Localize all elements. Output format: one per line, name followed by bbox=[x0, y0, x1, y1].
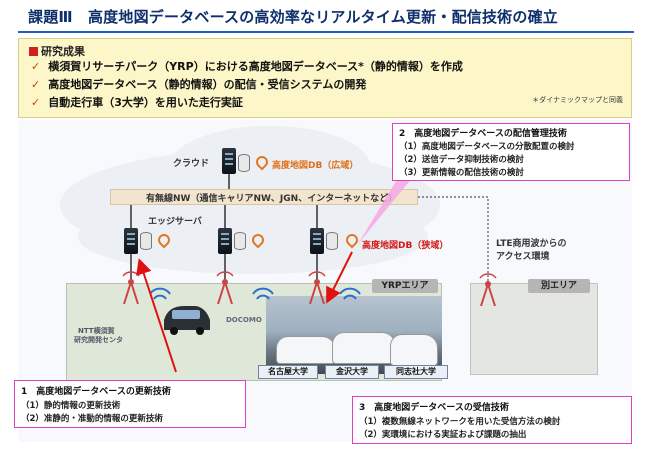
callout-receive: 3 高度地図データベースの受信技術 （1）複数無線ネットワークを用いた受信方法の… bbox=[352, 396, 632, 444]
map-text: DOCOMO bbox=[226, 316, 262, 324]
callout-item: （3）更新情報の配信技術の検討 bbox=[399, 168, 524, 178]
check-icon: ✓ bbox=[31, 60, 41, 73]
map-text: NTT横須賀 bbox=[78, 327, 115, 335]
edge-server-icon bbox=[310, 228, 324, 254]
results-box: 研究成果 ✓ 横須賀リサーチパーク（YRP）における高度地図データベース*（静的情… bbox=[18, 38, 632, 118]
database-icon bbox=[326, 232, 338, 250]
car-icon bbox=[164, 306, 210, 335]
result-item-text: 高度地図データベース（静的情報）の配信・受信システムの開発 bbox=[48, 78, 367, 91]
database-icon bbox=[238, 154, 250, 172]
callout-title: 1 高度地図データベースの更新技術 bbox=[21, 387, 171, 397]
callout-item: （2）送信データ抑制技術の検討 bbox=[399, 155, 524, 165]
db-wide-label: 高度地図DB（広域） bbox=[272, 161, 359, 171]
other-area-map bbox=[470, 283, 598, 375]
callout-delivery: 2 高度地図データベースの配信管理技術 （1）高度地図データベースの分散配置の検… bbox=[392, 123, 630, 181]
callout-item: （1）静的情報の更新技術 bbox=[21, 401, 121, 411]
callout-item: （1）高度地図データベースの分散配置の検討 bbox=[399, 142, 575, 152]
map-text: 研究開発センタ bbox=[74, 336, 123, 344]
callout-title: 2 高度地図データベースの配信管理技術 bbox=[399, 129, 567, 139]
vehicles-photo bbox=[266, 296, 442, 374]
wireless-signal-icon bbox=[149, 287, 361, 300]
lte-dotted-line bbox=[418, 196, 489, 282]
results-heading-text: 研究成果 bbox=[41, 45, 85, 58]
yrp-area-tag: YRPエリア bbox=[372, 279, 438, 293]
result-item: ✓ 高度地図データベース（静的情報）の配信・受信システムの開発 bbox=[31, 76, 366, 92]
edge-server-icon bbox=[124, 228, 138, 254]
delivery-arrow bbox=[326, 251, 353, 304]
autonomous-car-icon bbox=[332, 332, 396, 364]
university-label: 名古屋大学 bbox=[258, 365, 318, 379]
database-icon bbox=[234, 232, 246, 250]
antenna-icon bbox=[479, 273, 497, 307]
antenna-icon bbox=[308, 271, 326, 305]
red-square-icon bbox=[29, 47, 38, 56]
check-icon: ✓ bbox=[31, 96, 41, 109]
check-icon: ✓ bbox=[31, 78, 41, 91]
edge-server-icon bbox=[218, 228, 232, 254]
university-label: 同志社大学 bbox=[384, 365, 448, 379]
autonomous-car-icon bbox=[276, 336, 336, 364]
result-item: ✓ 自動走行車（3大学）を用いた走行実証 bbox=[31, 94, 243, 110]
callout-title: 3 高度地図データベースの受信技術 bbox=[359, 403, 509, 413]
lte-label-line2: アクセス環境 bbox=[496, 252, 550, 262]
cloud-server-icon bbox=[222, 148, 236, 174]
edge-server-label: エッジサーバ bbox=[148, 217, 202, 227]
other-area-tag: 別エリア bbox=[528, 279, 590, 293]
antenna-icon bbox=[216, 271, 234, 305]
network-bar bbox=[110, 189, 418, 205]
callout-connector bbox=[358, 178, 412, 244]
callout-update: 1 高度地図データベースの更新技術 （1）静的情報の更新技術 （2）准静的・准動… bbox=[14, 380, 246, 428]
callout-item: （1）複数無線ネットワークを用いた受信方法の検討 bbox=[359, 417, 561, 427]
result-item-text: 自動走行車（3大学）を用いた走行実証 bbox=[48, 96, 243, 109]
title-underline bbox=[18, 31, 634, 33]
lte-label-line1: LTE商用波からの bbox=[496, 239, 567, 249]
results-heading: 研究成果 bbox=[29, 43, 85, 59]
callout-item: （2）実環境における実証および課題の抽出 bbox=[359, 430, 527, 440]
update-arrow bbox=[136, 258, 177, 373]
university-label: 金沢大学 bbox=[325, 365, 379, 379]
callout-item: （2）准静的・准動的情報の更新技術 bbox=[21, 414, 163, 424]
network-label: 有無線NW（通信キャリアNW、JGN、インターネットなど） bbox=[146, 194, 398, 204]
result-item: ✓ 横須賀リサーチパーク（YRP）における高度地図データベース*（静的情報）を作成 bbox=[31, 58, 463, 74]
db-narrow-label: 高度地図DB（狭域） bbox=[362, 241, 449, 251]
page-title: 課題Ⅲ 高度地図データベースの高効率なリアルタイム更新・配信技術の確立 bbox=[28, 8, 558, 26]
result-item-text: 横須賀リサーチパーク（YRP）における高度地図データベース*（静的情報）を作成 bbox=[48, 60, 463, 73]
cloud-label: クラウド bbox=[173, 159, 210, 169]
database-icon bbox=[140, 232, 152, 250]
results-note: ＊ダイナミックマップと同義 bbox=[532, 96, 623, 104]
